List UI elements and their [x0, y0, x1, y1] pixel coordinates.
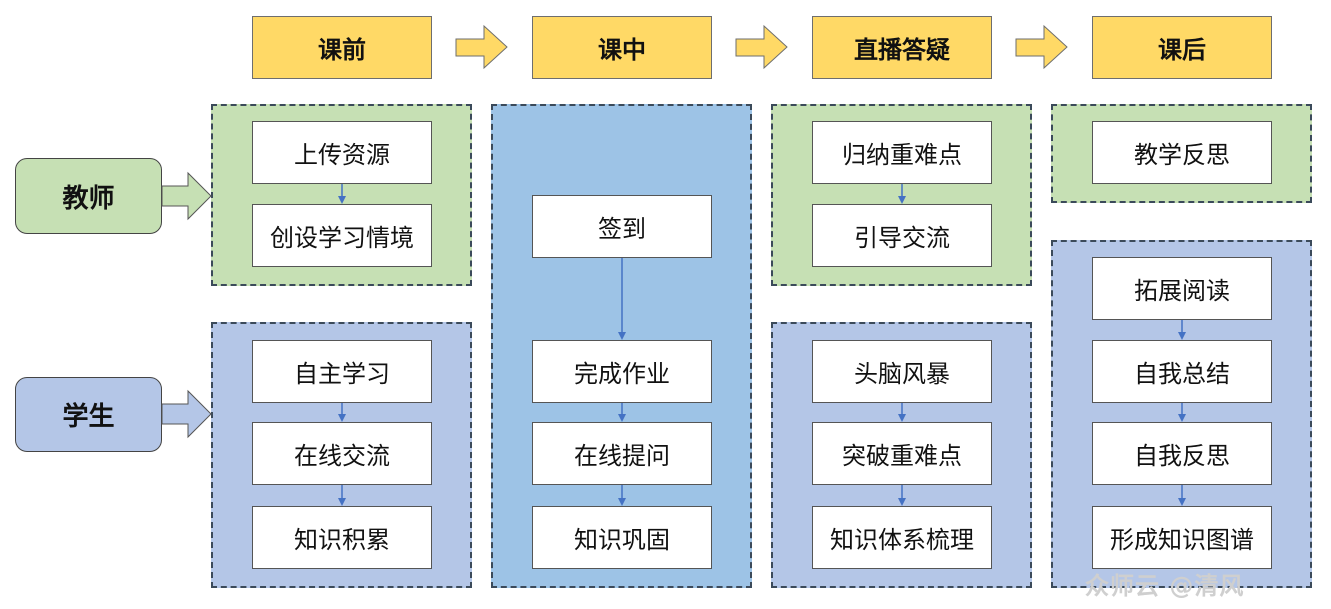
phase-arrow-3	[1015, 24, 1068, 70]
teacher-arrow	[161, 171, 212, 221]
student-arrow	[161, 389, 212, 439]
step-create-context: 创设学习情境	[252, 204, 432, 267]
step-summarize-key-points: 归纳重难点	[812, 121, 992, 184]
phase-in-class: 课中	[532, 16, 712, 79]
step-check-in: 签到	[532, 195, 712, 258]
step-break-through-difficulties: 突破重难点	[812, 422, 992, 485]
step-self-study: 自主学习	[252, 340, 432, 403]
step-extended-reading: 拓展阅读	[1092, 257, 1272, 320]
step-knowledge-accumulation: 知识积累	[252, 506, 432, 569]
step-teaching-reflection: 教学反思	[1092, 121, 1272, 184]
step-self-reflection: 自我反思	[1092, 422, 1272, 485]
phase-live-qa: 直播答疑	[812, 16, 992, 79]
step-online-question: 在线提问	[532, 422, 712, 485]
step-guide-exchange: 引导交流	[812, 204, 992, 267]
step-complete-homework: 完成作业	[532, 340, 712, 403]
phase-pre-class: 课前	[252, 16, 432, 79]
step-organize-knowledge-system: 知识体系梳理	[812, 506, 992, 569]
step-online-exchange: 在线交流	[252, 422, 432, 485]
step-knowledge-consolidation: 知识巩固	[532, 506, 712, 569]
phase-post-class: 课后	[1092, 16, 1272, 79]
step-upload-resources: 上传资源	[252, 121, 432, 184]
step-self-summary: 自我总结	[1092, 340, 1272, 403]
watermark: 众师云 @清风	[1085, 572, 1245, 600]
phase-arrow-1	[455, 24, 508, 70]
phase-arrow-2	[735, 24, 788, 70]
role-teacher: 教师	[15, 158, 162, 234]
step-form-knowledge-map: 形成知识图谱	[1092, 506, 1272, 569]
role-student: 学生	[15, 377, 162, 452]
step-brainstorm: 头脑风暴	[812, 340, 992, 403]
